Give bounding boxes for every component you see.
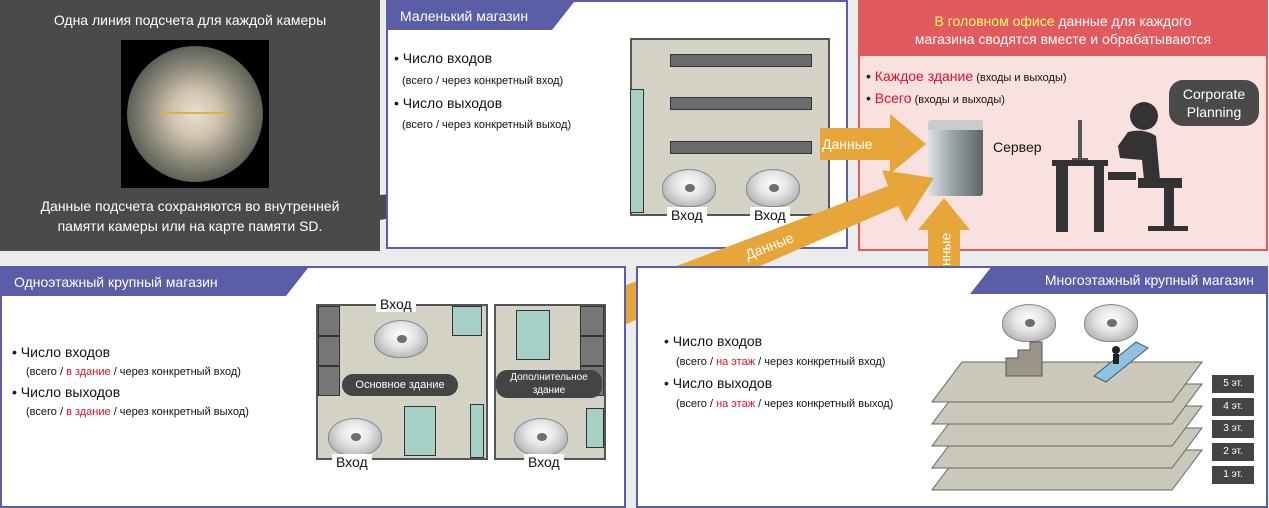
head-office-header: В головном офисе данные для каждого мага… (858, 0, 1268, 56)
corporate-line1: Corporate (1182, 86, 1246, 102)
sub-a: (всего / (26, 406, 67, 418)
caption-line2: памяти камеры или на карте памяти SD. (57, 218, 323, 234)
shelf (670, 97, 812, 110)
counting-camera-icon (746, 169, 800, 207)
item2-rest: (входы и выходы) (911, 94, 1005, 106)
counter (586, 408, 604, 448)
sub-b: / через конкретный выход) (755, 398, 894, 410)
small-entrance-2: Вход (750, 207, 790, 223)
single-entries-label: • Число входов (12, 344, 111, 360)
shelf (670, 54, 812, 67)
sub-red: на этаж (716, 398, 756, 410)
item1-rest: (входы и выходы) (973, 72, 1067, 84)
small-store-tab: Маленький магазин (388, 2, 574, 30)
small-exits-label: • Число выходов (394, 95, 503, 111)
counter (470, 404, 484, 458)
head-office-item2: • Всего (входы и выходы) (866, 90, 1005, 106)
shelf (318, 306, 340, 336)
head-office-highlight: В головном офисе (934, 13, 1055, 29)
sub-a: (всего / (676, 398, 717, 410)
floor-label-1: 1 эт. (1212, 466, 1254, 484)
shelf (318, 336, 340, 366)
sub-red: в здание (66, 366, 111, 378)
head-office-item1: • Каждое здание (входы и выходы) (866, 68, 1067, 84)
single-exits-label: • Число выходов (12, 384, 121, 400)
multi-entries-label: • Число входов (664, 333, 763, 349)
floor-label-2: 2 эт. (1212, 443, 1254, 461)
sub-a: (всего / (676, 356, 717, 368)
shelf (580, 306, 604, 336)
arrow-label-1: Данные (822, 136, 873, 152)
single-entrance-bottom-left: Вход (332, 454, 372, 470)
single-entrance-bottom-right: Вход (524, 454, 564, 470)
corporate-line2: Planning (1186, 104, 1242, 120)
counter (630, 89, 644, 213)
office-worker-icon (1052, 102, 1188, 232)
single-exits-sub: (всего / в здание / через конкретный вых… (26, 406, 249, 418)
annex-line1: Дополнительное (510, 372, 588, 383)
server-icon (928, 120, 983, 196)
small-entries-label: • Число входов (394, 50, 493, 66)
floor-label-5: 5 эт. (1212, 375, 1254, 393)
camera-caption: Данные подсчета сохраняются во внутренне… (0, 196, 380, 236)
annex-line2: здание (532, 385, 566, 396)
counting-camera-icon (1002, 304, 1056, 342)
sub-b: / через конкретный вход) (110, 366, 241, 378)
escalator-icon (1093, 341, 1149, 383)
person-icon (1112, 346, 1120, 354)
camera-panel-title: Одна линия подсчета для каждой камеры (53, 12, 327, 28)
floor-label-3: 3 эт. (1212, 420, 1254, 438)
corporate-planning-badge: Corporate Planning (1169, 80, 1259, 126)
multi-entries-sub: (всего / на этаж / через конкретный вход… (676, 356, 885, 368)
caption-line1: Данные подсчета сохраняются во внутренне… (40, 198, 340, 214)
sub-b: / через конкретный вход) (755, 356, 886, 368)
head-office-title-rest: данные для каждого (1054, 13, 1192, 29)
multi-exits-sub: (всего / на этаж / через конкретный выхо… (676, 398, 893, 410)
sub-red: в здание (66, 406, 111, 418)
multi-tab-slant (970, 266, 992, 294)
counter (516, 310, 550, 360)
item2-red: Всего (874, 90, 912, 106)
counting-camera-icon (328, 418, 382, 456)
floor-label-4: 4 эт. (1212, 398, 1254, 416)
floor-5 (931, 361, 1203, 403)
counting-camera-icon (514, 418, 568, 456)
counter (452, 306, 482, 336)
counting-camera-icon (662, 169, 716, 207)
sub-b: / через конкретный выход) (110, 406, 249, 418)
counter (404, 406, 436, 456)
sub-red: на этаж (716, 356, 756, 368)
annex-label: Дополнительное здание (496, 370, 602, 398)
single-entrance-top: Вход (376, 296, 416, 312)
small-store-panel: Маленький магазин • Число входов (всего … (386, 0, 848, 249)
single-floor-panel: Одноэтажный крупный магазин • Число вход… (0, 266, 626, 508)
sub-a: (всего / (26, 366, 67, 378)
server-label: Сервер (993, 139, 1042, 155)
multi-floor-tab: Многоэтажный крупный магазин (992, 266, 1268, 294)
small-entries-sub: (всего / через конкретный вход) (402, 75, 564, 87)
counting-camera-icon (1084, 304, 1138, 342)
shelf (318, 366, 340, 396)
stairs-icon (1005, 341, 1043, 377)
item1-red: Каждое здание (874, 68, 974, 84)
shelf (670, 141, 812, 154)
fisheye-image (121, 40, 269, 188)
floor-stack (931, 341, 1203, 491)
small-entrance-1: Вход (667, 207, 707, 223)
multi-exits-label: • Число выходов (664, 375, 773, 391)
single-floor-tab: Одноэтажный крупный магазин (2, 268, 308, 296)
single-entries-sub: (всего / в здание / через конкретный вхо… (26, 366, 241, 378)
counting-camera-icon (374, 320, 428, 358)
main-building-label: Основное здание (342, 374, 458, 396)
small-exits-sub: (всего / через конкретный выход) (402, 119, 572, 131)
shelf (580, 336, 604, 366)
head-office-title-line2: магазина сводятся вместе и обрабатываютс… (914, 31, 1212, 47)
